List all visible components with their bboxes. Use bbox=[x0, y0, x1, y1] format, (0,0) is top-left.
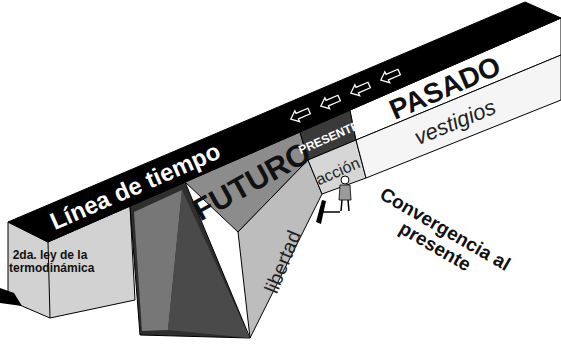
hollow-arrow bbox=[378, 66, 401, 85]
hollow-arrow bbox=[288, 105, 311, 124]
direction-arrows bbox=[288, 66, 401, 124]
hollow-arrow bbox=[318, 92, 341, 111]
node-text: 2da. ley de la termodinámica bbox=[9, 249, 91, 274]
figure-leg bbox=[348, 200, 349, 211]
figure-leg bbox=[341, 200, 342, 211]
folded-corner bbox=[0, 288, 22, 306]
ground-line bbox=[322, 211, 340, 213]
law-face: 2da. ley de la termodinámica bbox=[9, 249, 91, 274]
hollow-arrow bbox=[348, 79, 371, 98]
figure-body bbox=[339, 185, 351, 200]
annotation-label: Convergencia al presente bbox=[365, 183, 515, 293]
